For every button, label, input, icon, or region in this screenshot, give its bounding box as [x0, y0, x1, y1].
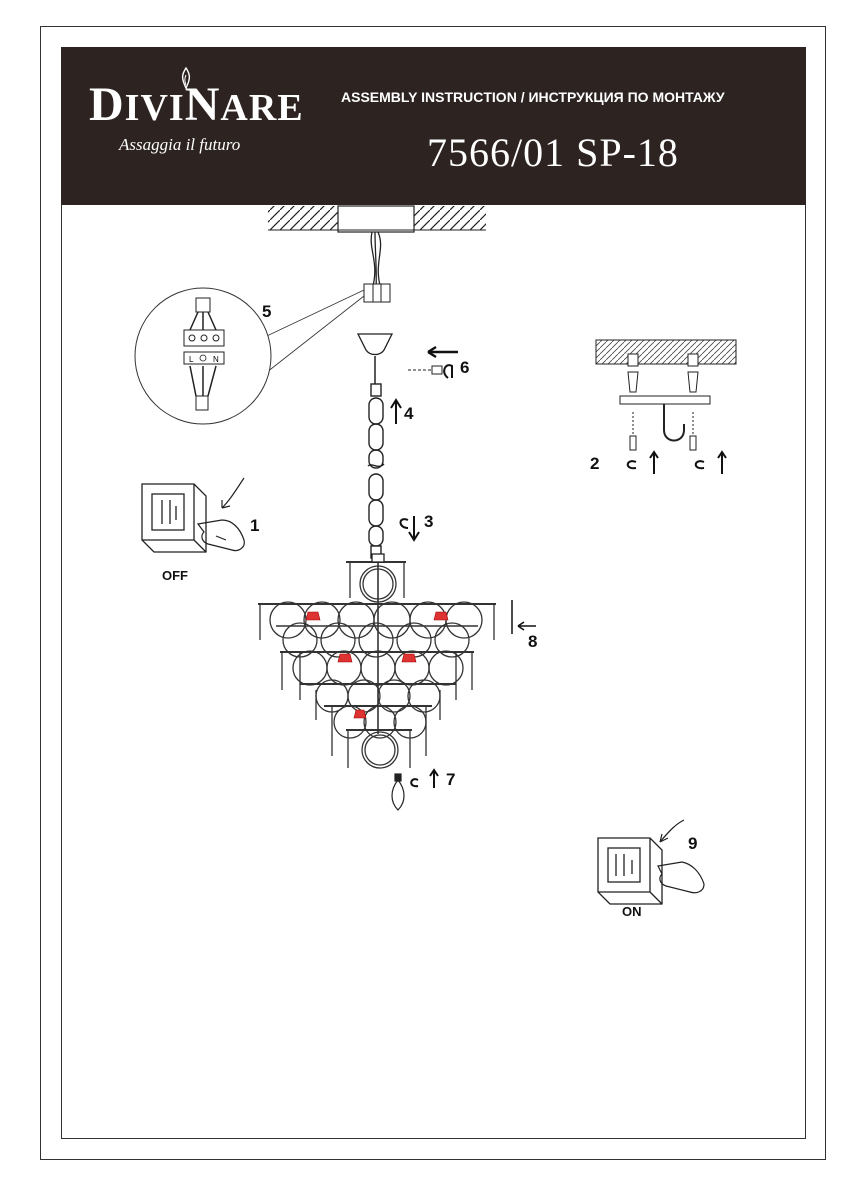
- ceiling-mount: [595, 339, 737, 451]
- hand-icon-off: [196, 519, 245, 552]
- terminal-label-l: L: [189, 355, 194, 364]
- ground-icon: [199, 354, 207, 362]
- chain: [367, 383, 385, 559]
- document-title: ASSEMBLY INSTRUCTION / ИНСТРУКЦИЯ ПО МОН…: [341, 89, 725, 105]
- terminal-block: [363, 283, 391, 303]
- brand-logo: DIVINARE: [89, 78, 304, 131]
- step-7-label: 7: [446, 770, 456, 789]
- outer-frame: [40, 26, 826, 1160]
- callout-line: [249, 289, 365, 377]
- rotate-icon-3: [399, 518, 409, 529]
- arrow-up-icon-7: [429, 768, 439, 788]
- terminal-label-n: N: [213, 355, 219, 364]
- step-8-label: 8: [528, 632, 538, 651]
- arrow-left-icon: [427, 345, 458, 359]
- step-3-label: 3: [424, 512, 434, 531]
- hand-icon-on: [657, 861, 705, 894]
- step-2-label: 2: [590, 454, 600, 473]
- header-banner: DIVINARE Assaggia il futuro ASSEMBLY INS…: [61, 47, 806, 205]
- step-9-label: 9: [688, 834, 698, 853]
- power-wires: [370, 231, 383, 293]
- rotate-arrows-2: [626, 450, 727, 474]
- step-6-label: 6: [460, 358, 470, 377]
- press-arrow-icon: [221, 477, 245, 509]
- chandelier: [258, 553, 496, 769]
- step-1-label: 1: [250, 516, 260, 535]
- wall-switch-on: [597, 837, 663, 905]
- bulb-sockets: [305, 611, 449, 719]
- step-4-label: 4: [404, 404, 414, 423]
- rotate-icon-7: [410, 778, 419, 788]
- arrow-up-icon: [390, 398, 402, 424]
- arrow-down-icon: [408, 516, 420, 542]
- bulb-icon: [391, 773, 405, 811]
- arrow-left-icon-8: [517, 621, 536, 631]
- flip-up-arrow-icon: [659, 819, 685, 843]
- switch-off-label: OFF: [162, 568, 188, 583]
- model-number: 7566/01 SP-18: [427, 130, 679, 175]
- brand-tagline: Assaggia il futuro: [119, 135, 241, 154]
- step-5-label: 5: [262, 302, 272, 321]
- rotate-icon: [443, 364, 453, 379]
- terminal-detail-circle: [134, 287, 272, 425]
- canopy: [356, 333, 394, 384]
- canopy-screw: [408, 365, 443, 375]
- flame-icon: [181, 67, 191, 89]
- switch-on-label: ON: [622, 904, 642, 919]
- wall-switch-off: [141, 483, 207, 553]
- ceiling: [268, 205, 486, 233]
